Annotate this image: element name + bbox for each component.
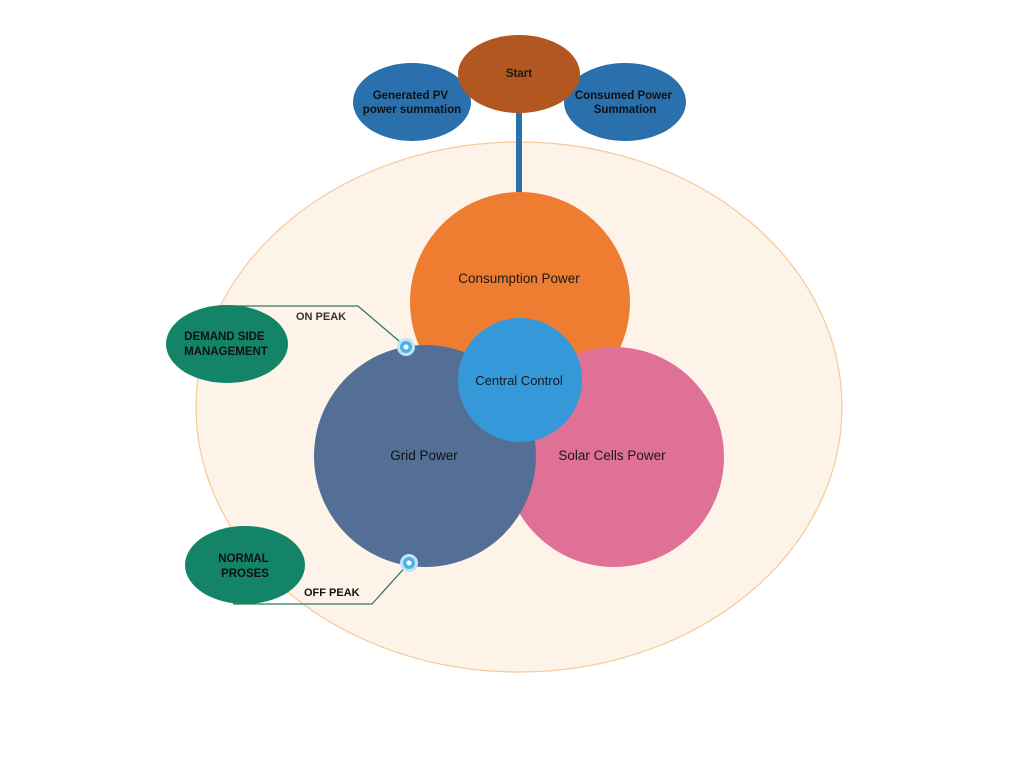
normal-proses-label: NORMAL PROSES [218, 553, 271, 580]
on-peak-label: ON PEAK [296, 311, 346, 323]
generated-pv-label-line-1: Generated PV [373, 90, 449, 102]
normal-proses-label-line-1: NORMAL [218, 553, 268, 565]
central-control-circle[interactable] [458, 318, 582, 442]
on-peak-connector [228, 305, 407, 348]
demand-side-label-line-2: MANAGEMENT [184, 346, 268, 358]
generated-pv-node[interactable] [353, 63, 471, 141]
generated-pv-label: Generated PV power summation [363, 90, 461, 116]
demand-side-label-line-1: DEMAND SIDE [184, 331, 265, 343]
grid-power-label: Grid Power [390, 448, 458, 463]
start-node[interactable] [458, 35, 580, 113]
normal-proses-node[interactable] [185, 526, 305, 604]
generated-pv-label-line-2: power summation [363, 104, 461, 116]
consumed-power-node[interactable] [564, 63, 686, 141]
off-peak-label: OFF PEAK [304, 587, 360, 599]
demand-side-management-label: DEMAND SIDE MANAGEMENT [184, 331, 268, 358]
solar-cells-power-label: Solar Cells Power [558, 448, 666, 463]
consumed-power-label: Consumed Power Summation [575, 90, 675, 116]
consumption-power-label: Consumption Power [458, 271, 580, 286]
off-peak-connector-dot[interactable] [400, 554, 418, 572]
consumed-power-label-line-1: Consumed Power [575, 90, 673, 102]
off-peak-connector [233, 562, 410, 605]
normal-proses-label-line-2: PROSES [221, 568, 269, 580]
central-control-label: Central Control [475, 373, 563, 388]
consumed-power-label-line-2: Summation [594, 104, 657, 116]
start-label: Start [506, 68, 532, 80]
on-peak-connector-dot[interactable] [397, 338, 415, 356]
demand-side-management-node[interactable] [166, 305, 288, 383]
